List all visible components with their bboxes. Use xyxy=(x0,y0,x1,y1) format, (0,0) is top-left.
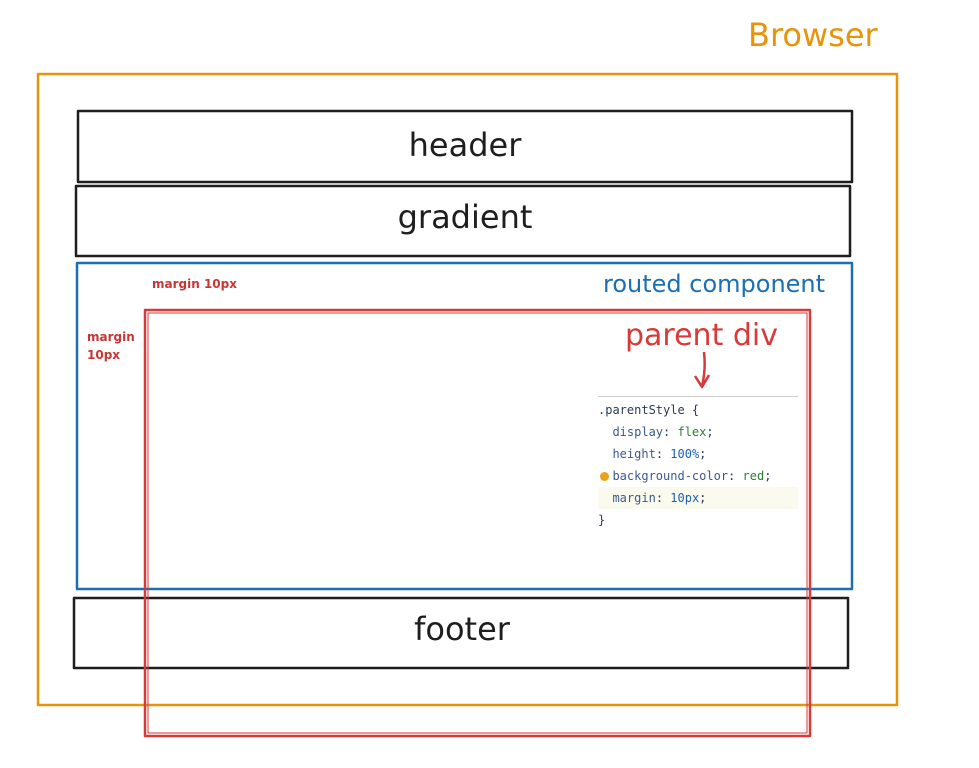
margin-left-line2: 10px xyxy=(87,348,121,362)
gradient-label: gradient xyxy=(397,198,533,236)
margin-left-line1: margin xyxy=(87,330,135,344)
code-close: } xyxy=(598,513,606,527)
code-line: background-color: red; xyxy=(598,465,798,487)
footer-box xyxy=(72,596,850,670)
code-selector: .parentStyle { xyxy=(598,403,700,417)
code-prop: display xyxy=(612,425,664,439)
browser-label: Browser xyxy=(748,16,878,54)
lightbulb-icon[interactable] xyxy=(600,472,609,481)
arrow-icon xyxy=(693,351,711,389)
code-line: margin: 10px; xyxy=(598,487,798,509)
browser-frame xyxy=(36,72,899,707)
code-prop: margin xyxy=(612,491,656,505)
routed-component-label: routed component xyxy=(603,270,826,298)
parent-div-box-inner xyxy=(147,312,808,734)
parent-div-box xyxy=(143,308,812,738)
header-box xyxy=(76,109,854,184)
code-value: flex xyxy=(677,425,707,439)
code-line: display: flex; xyxy=(612,425,714,439)
code-prop: height xyxy=(612,447,656,461)
margin-left-label: margin 10px xyxy=(87,328,135,364)
header-label: header xyxy=(408,126,522,164)
code-value: 10px xyxy=(670,491,700,505)
footer-label: footer xyxy=(414,610,510,648)
code-line: height: 100%; xyxy=(612,447,707,461)
routed-component-box xyxy=(75,261,854,591)
code-prop: background-color xyxy=(612,469,729,483)
parent-div-label: parent div xyxy=(625,318,779,353)
margin-top-label: margin 10px xyxy=(152,277,237,291)
gradient-box xyxy=(74,184,852,258)
code-value: red xyxy=(742,469,765,483)
css-code-snippet: .parentStyle { display: flex; height: 10… xyxy=(598,396,798,531)
code-value: 100% xyxy=(670,447,700,461)
